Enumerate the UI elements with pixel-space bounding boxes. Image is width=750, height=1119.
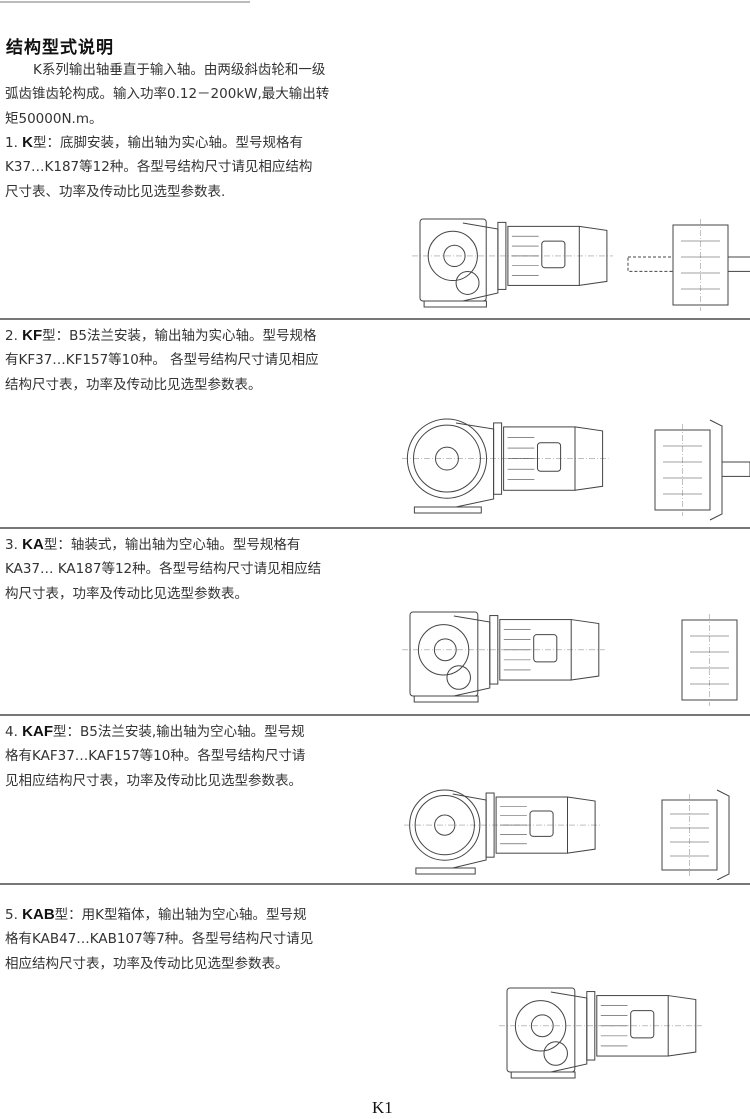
motor-body [499,619,572,681]
fan-cover [567,796,596,854]
item-text: 结构尺寸表，功率及传动比见选型参数表。 [5,376,262,393]
end-flange [716,789,730,880]
fan-cover [571,619,600,681]
item-number: 2. [5,328,23,344]
shaft-bore [433,638,457,662]
kf-gearmotor-drawing [402,418,750,521]
terminal-box [630,1010,655,1039]
terminal-box [541,240,566,269]
end-flange [709,419,723,521]
section-divider [0,714,750,716]
top-rule [0,1,250,3]
gear-case [455,422,495,508]
item-number: 1. [5,135,23,151]
motor-body [507,225,580,286]
foot [413,695,479,703]
section-divider [0,883,750,885]
kab-gearmotor-drawing [499,987,702,1079]
item-number: 3. [5,537,23,553]
terminal-box [529,810,554,837]
motor-body [495,796,568,854]
output-shaft [727,256,750,272]
output-flange [409,789,481,861]
gear-case [453,615,491,697]
output-shaft [721,461,750,477]
item-text: 型：B5法兰安装，输出轴为实心轴。型号规格 [42,328,317,344]
motor-flange [497,221,507,290]
intro-line: K系列输出轴垂直于输入轴。由两级斜齿轮和一级 [33,62,326,78]
input-shaft [627,256,674,272]
model-code: K [22,134,34,151]
intro-line: 矩50000N.m。 [5,110,103,127]
fan-cover [579,225,608,286]
hollow-shaft-cover [446,665,471,690]
intro-line: 弧齿锥齿轮构成。输入功率0.12－200kW,最大输出转 [5,86,330,103]
model-code: KAF [22,723,53,740]
motor-flange [586,991,596,1061]
shaft-bore [443,244,466,268]
kaf-gearmotor-drawing [404,789,730,880]
item-text: 型：底脚安装，输出轴为实心轴。型号规格有 [33,135,304,151]
output-hub [514,1000,567,1052]
item-ka: 3. KA型：轴装式，输出轴为空心轴。型号规格有 KA37… KA187等12种… [5,533,355,606]
model-code: KA [22,536,44,553]
motor-flange [493,422,503,495]
foot [510,1071,576,1079]
gear-case [550,991,588,1073]
shaft-bore [435,446,459,471]
motor-body [596,995,669,1057]
item-text: 见相应结构尺寸表，功率及传动比见选型参数表。 [5,772,302,789]
motor-body [503,426,576,491]
section-divider [0,527,750,529]
item-text: 有KF37…KF157等10种。 各型号结构尺寸请见相应 [5,352,319,369]
item-number: 4. [5,724,23,740]
item-kf: 2. KF型：B5法兰安装，输出轴为实心轴。型号规格 有KF37…KF157等1… [5,324,355,397]
item-text: 相应结构尺寸表，功率及传动比见选型参数表。 [5,955,289,972]
terminal-box [537,442,562,472]
page-number: K1 [372,1098,393,1117]
gear-case [452,793,487,869]
model-code: KF [22,327,43,344]
item-text: 构尺寸表，功率及传动比见选型参数表。 [5,585,248,602]
hollow-shaft-cover [543,1041,568,1066]
motor-flange [485,792,495,858]
hollow-shaft-cover [455,270,480,295]
item-text: K37…K187等12种。各型号结构尺寸请见相应结构 [5,159,313,176]
item-text: 型：B5法兰安装,输出轴为空心轴。型号规 [53,724,305,740]
fan-cover [668,995,697,1057]
gear-case [462,222,499,302]
shaft-bore [530,1014,554,1038]
output-hub [417,624,470,676]
item-kab: 5. KAB型：用K型箱体，输出轴为空心轴。型号规 格有KAB47…KAB107… [5,903,355,976]
foot [423,300,487,308]
item-text: 尺寸表、功率及传动比见选型参数表. [5,183,226,200]
terminal-box [533,634,558,663]
page-title: 结构型式说明 [6,38,114,58]
item-text: KA37… KA187等12种。各型号结构尺寸请见相应结 [5,561,322,578]
item-k: 1. K型：底脚安装，输出轴为实心轴。型号规格有 K37…K187等12种。各型… [5,131,355,204]
flange-ring [413,424,481,493]
item-text: 型：用K型箱体，输出轴为空心轴。型号规 [54,907,307,923]
item-text: 格有KAF37…KAF157等10种。各型号结构尺寸请 [5,748,306,765]
item-text: 型：轴装式，输出轴为空心轴。型号规格有 [43,537,301,553]
model-code: KAB [22,906,55,923]
k-gearmotor-drawing [412,218,750,311]
item-kaf: 4. KAF型：B5法兰安装,输出轴为空心轴。型号规 格有KAF37…KAF15… [5,720,355,793]
item-number: 5. [5,907,23,923]
output-flange [406,418,488,499]
fan-cover [574,426,604,491]
output-hub [427,230,478,282]
foot [413,506,482,514]
shaft-bore [434,814,456,836]
section-divider [0,318,750,320]
flange-ring [414,794,475,856]
foot [415,867,476,875]
intro-paragraph: K系列输出轴垂直于输入轴。由两级斜齿轮和一级 弧齿锥齿轮构成。输入功率0.12－… [5,58,355,131]
item-text: 格有KAB47…KAB107等7种。各型号结构尺寸请见 [5,931,314,948]
motor-flange [489,615,499,685]
ka-gearmotor-drawing [402,611,738,706]
